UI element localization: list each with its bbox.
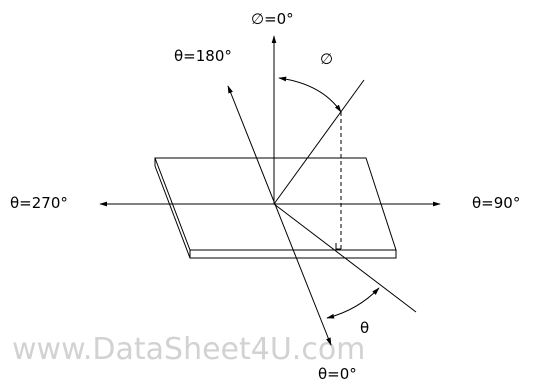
theta-90-label: θ=90° bbox=[472, 194, 520, 212]
projection-line bbox=[273, 203, 417, 313]
theta-zero-label: θ=0° bbox=[318, 365, 357, 383]
theta-180-label: θ=180° bbox=[174, 47, 232, 65]
right-angle-mark bbox=[335, 243, 341, 250]
phi-arc bbox=[278, 76, 342, 113]
theta-arc bbox=[326, 287, 380, 319]
watermark: www.DataSheet4U.com bbox=[12, 332, 365, 367]
theta-axis bbox=[227, 85, 332, 346]
phi-label: ∅ bbox=[320, 50, 333, 68]
theta-270-label: θ=270° bbox=[10, 194, 68, 212]
theta-label: θ bbox=[360, 319, 369, 337]
phi-zero-label: ∅=0° bbox=[251, 10, 294, 28]
direction-line bbox=[273, 79, 365, 205]
plate bbox=[154, 157, 397, 259]
